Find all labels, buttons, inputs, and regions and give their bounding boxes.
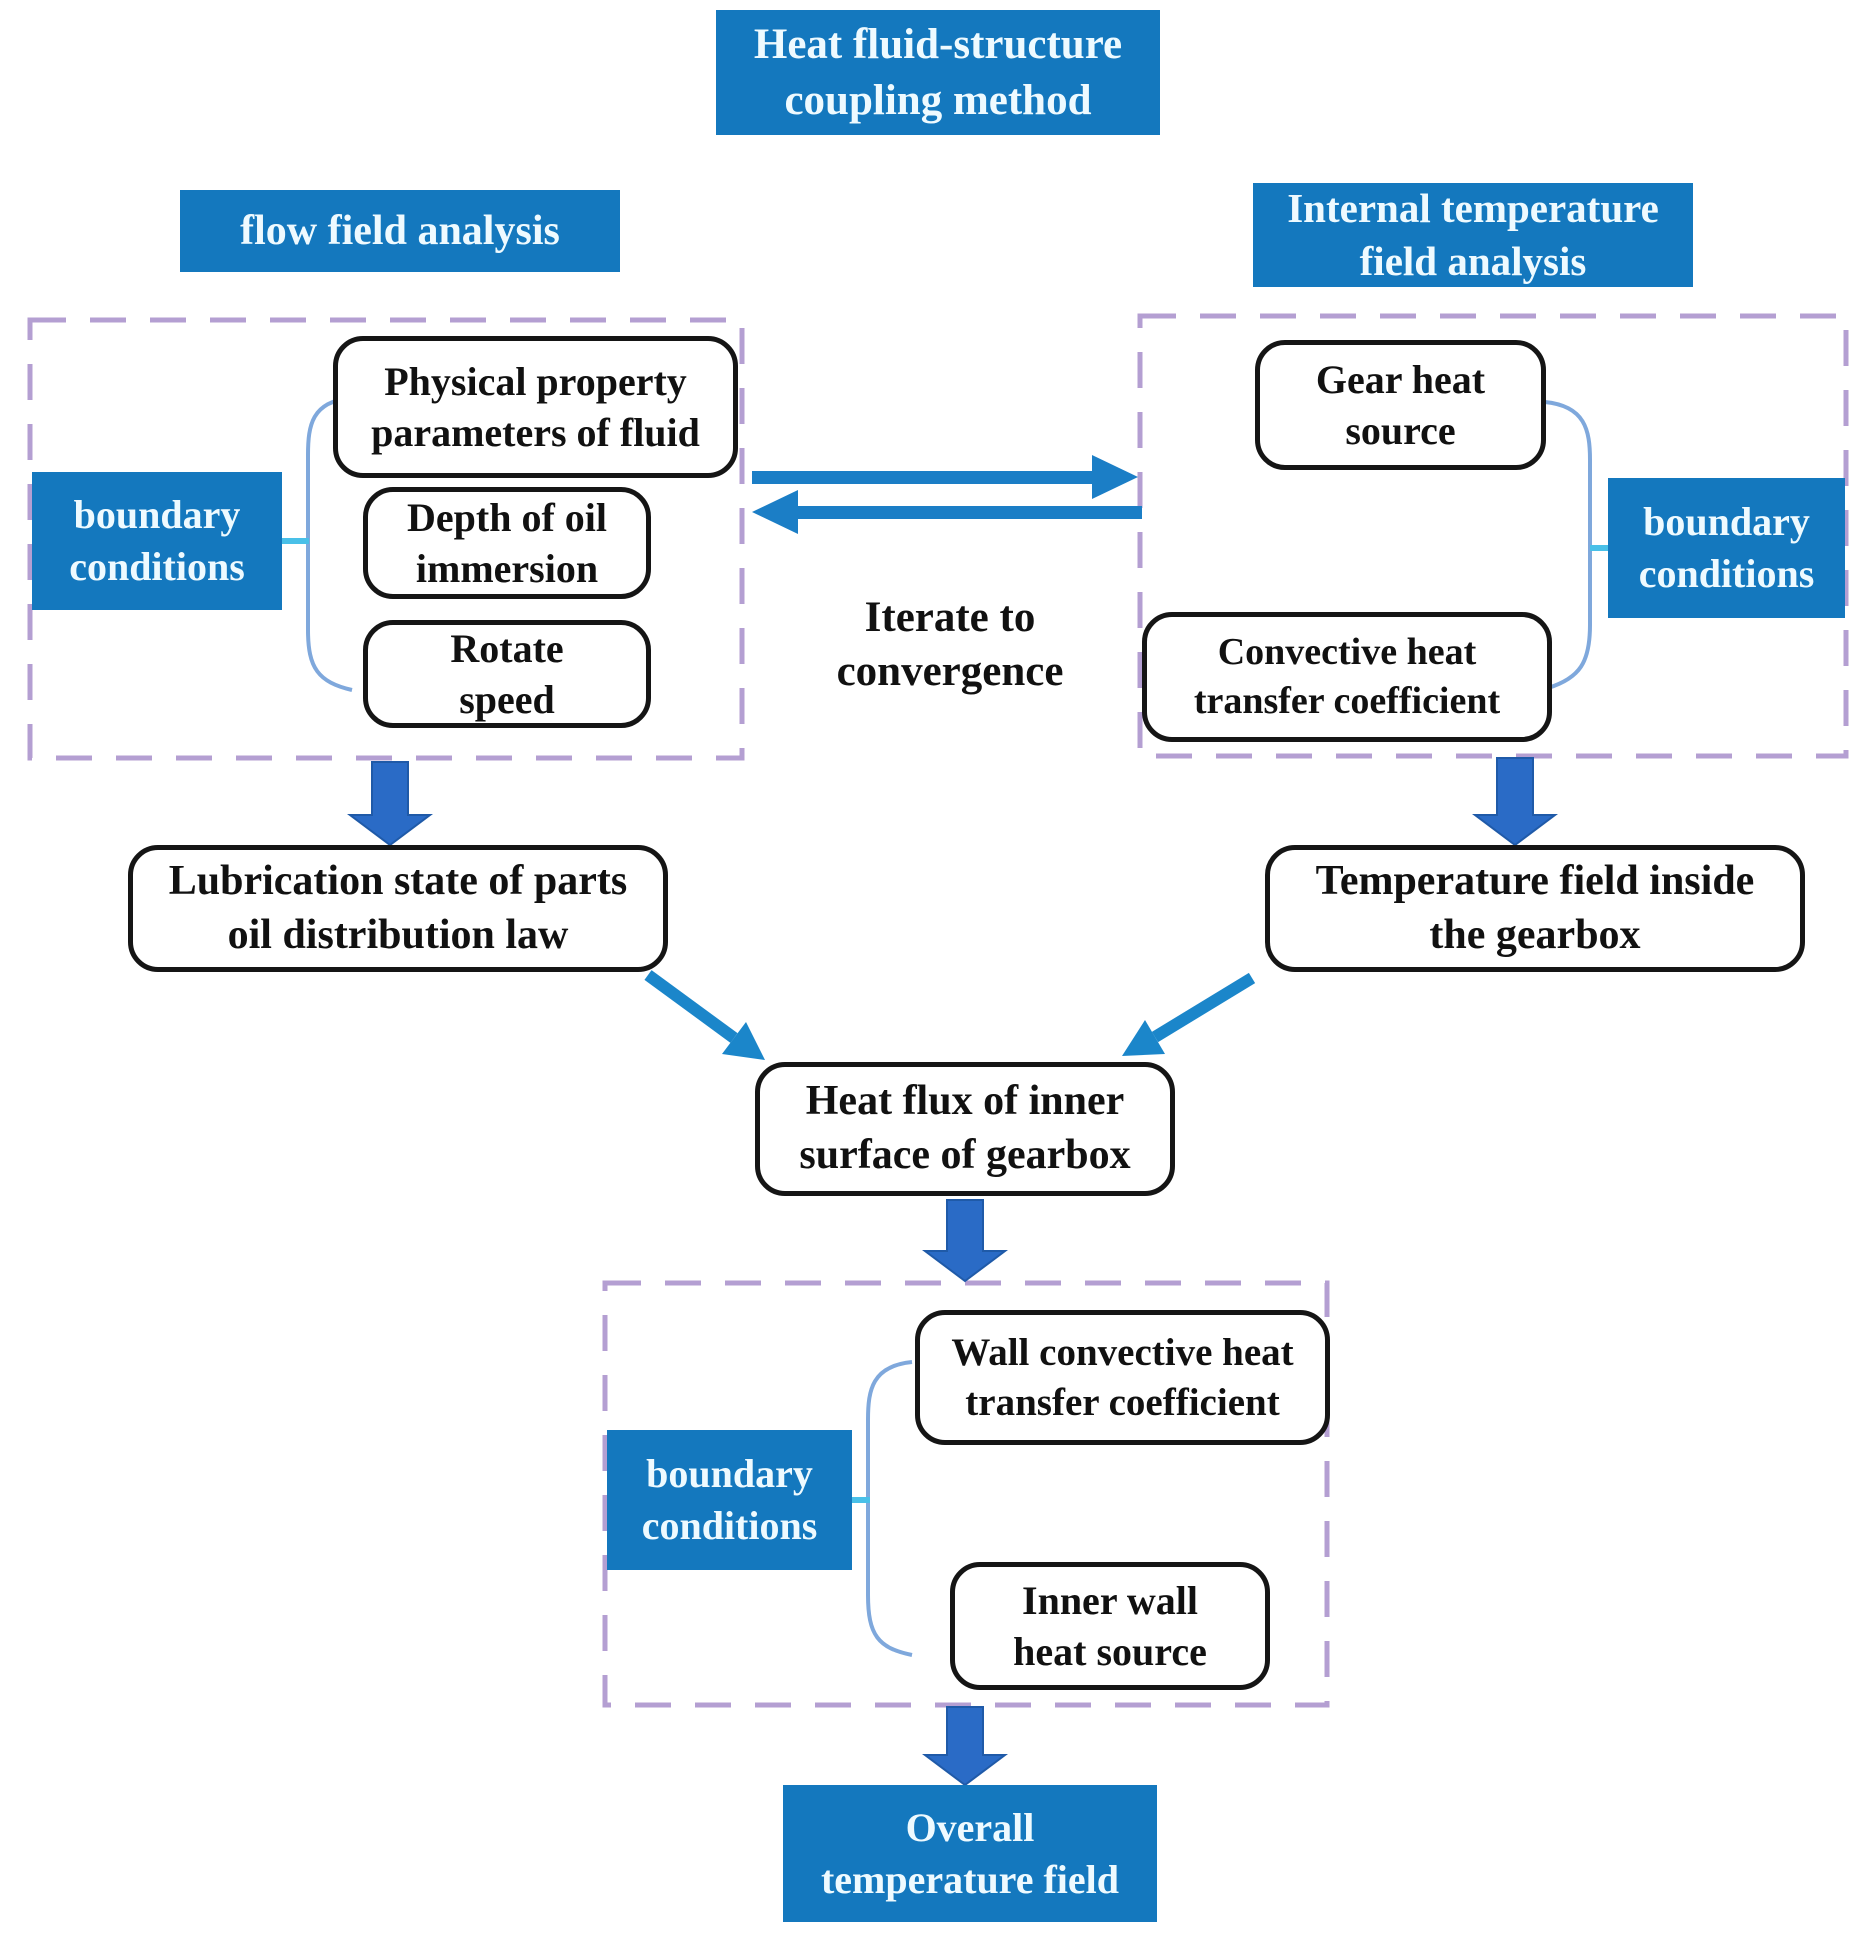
- flow-boundary-conditions: boundary conditions: [32, 472, 282, 610]
- internal-boundary-conditions: boundary conditions: [1608, 478, 1845, 618]
- heatflux-down-block-arrow: [922, 1199, 1008, 1283]
- flow-field-analysis-label: flow field analysis: [180, 190, 620, 272]
- wall-convective-heat-node: Wall convective heat transfer coefficien…: [915, 1310, 1330, 1445]
- wall-dashed-panel: [602, 1280, 1330, 1708]
- overall-down-block-arrow: [922, 1706, 1008, 1787]
- temperature-field-node: Temperature field inside the gearbox: [1265, 845, 1805, 972]
- lubrication-to-heatflux-arrow: [644, 970, 765, 1060]
- internal-temperature-label: Internal temperature field analysis: [1253, 183, 1693, 287]
- flow-dashed-panel: [27, 317, 745, 761]
- lubrication-state-node: Lubrication state of parts oil distribut…: [128, 845, 668, 972]
- internal-dashed-panel: [1137, 313, 1849, 759]
- internal-boundary-bracket: [1544, 400, 1610, 690]
- wall-boundary-bracket: [852, 1360, 913, 1657]
- flow-down-block-arrow: [347, 761, 433, 847]
- gear-heat-source-node: Gear heat source: [1255, 340, 1546, 470]
- iterate-right-arrow: [752, 455, 1138, 499]
- rotate-speed-node: Rotate speed: [363, 620, 651, 728]
- heat-flux-node: Heat flux of inner surface of gearbox: [755, 1062, 1175, 1196]
- depth-oil-immersion-node: Depth of oil immersion: [363, 487, 651, 599]
- flow-boundary-bracket: [282, 396, 353, 692]
- physical-property-node: Physical property parameters of fluid: [333, 336, 738, 478]
- iterate-left-arrow: [752, 490, 1142, 534]
- wall-boundary-conditions: boundary conditions: [607, 1430, 852, 1570]
- tempfield-to-heatflux-arrow: [1122, 972, 1256, 1056]
- inner-wall-heat-source-node: Inner wall heat source: [950, 1562, 1270, 1690]
- diagram-title: Heat fluid-structure coupling method: [716, 10, 1160, 135]
- internal-down-block-arrow: [1472, 757, 1558, 847]
- overall-temperature-field-node: Overall temperature field: [783, 1785, 1157, 1922]
- iterate-to-convergence-label: Iterate to convergence: [836, 594, 1064, 695]
- convective-heat-node: Convective heat transfer coefficient: [1142, 612, 1552, 742]
